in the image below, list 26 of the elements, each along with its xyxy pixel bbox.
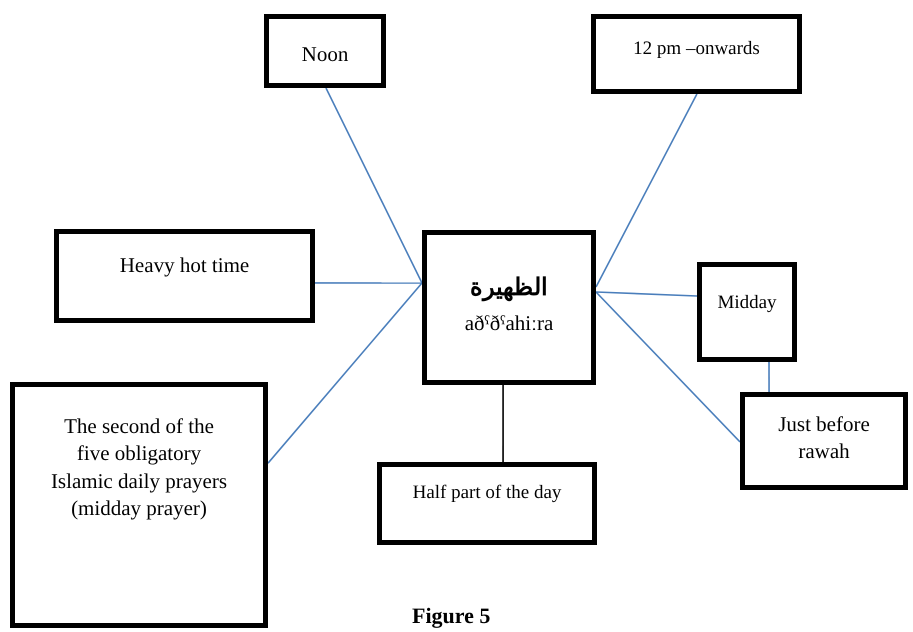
connector-line [325, 88, 423, 284]
node-text: Half part of the day [412, 481, 562, 505]
connector-line [768, 362, 770, 392]
text-box [54, 229, 315, 323]
text-box [697, 262, 797, 362]
text-box [591, 14, 802, 94]
node-text: The second of the five obligatory Islamic daily prayers (midday prayer) [50, 413, 228, 522]
node-text: Midday [716, 291, 778, 315]
arabic-term: الظهيرة [469, 274, 549, 304]
connector-line [315, 282, 422, 284]
node-text: Just before rawah [777, 411, 871, 466]
phonetic-transcription: aðˤðˤahiːra [464, 310, 554, 338]
connector-line [596, 291, 698, 297]
node-text: Noon [300, 41, 350, 68]
connector-line [595, 94, 698, 288]
text-box [264, 14, 386, 88]
text-box [740, 392, 908, 490]
connector-line [595, 291, 741, 443]
figure-caption: Figure 5 [412, 603, 490, 629]
text-box [377, 462, 597, 545]
node-text: 12 pm –onwards [632, 37, 761, 61]
node-text: Heavy hot time [118, 252, 250, 279]
connector-line [267, 282, 423, 464]
text-box [10, 382, 268, 628]
connector-line [502, 385, 504, 462]
text-box [422, 230, 596, 385]
